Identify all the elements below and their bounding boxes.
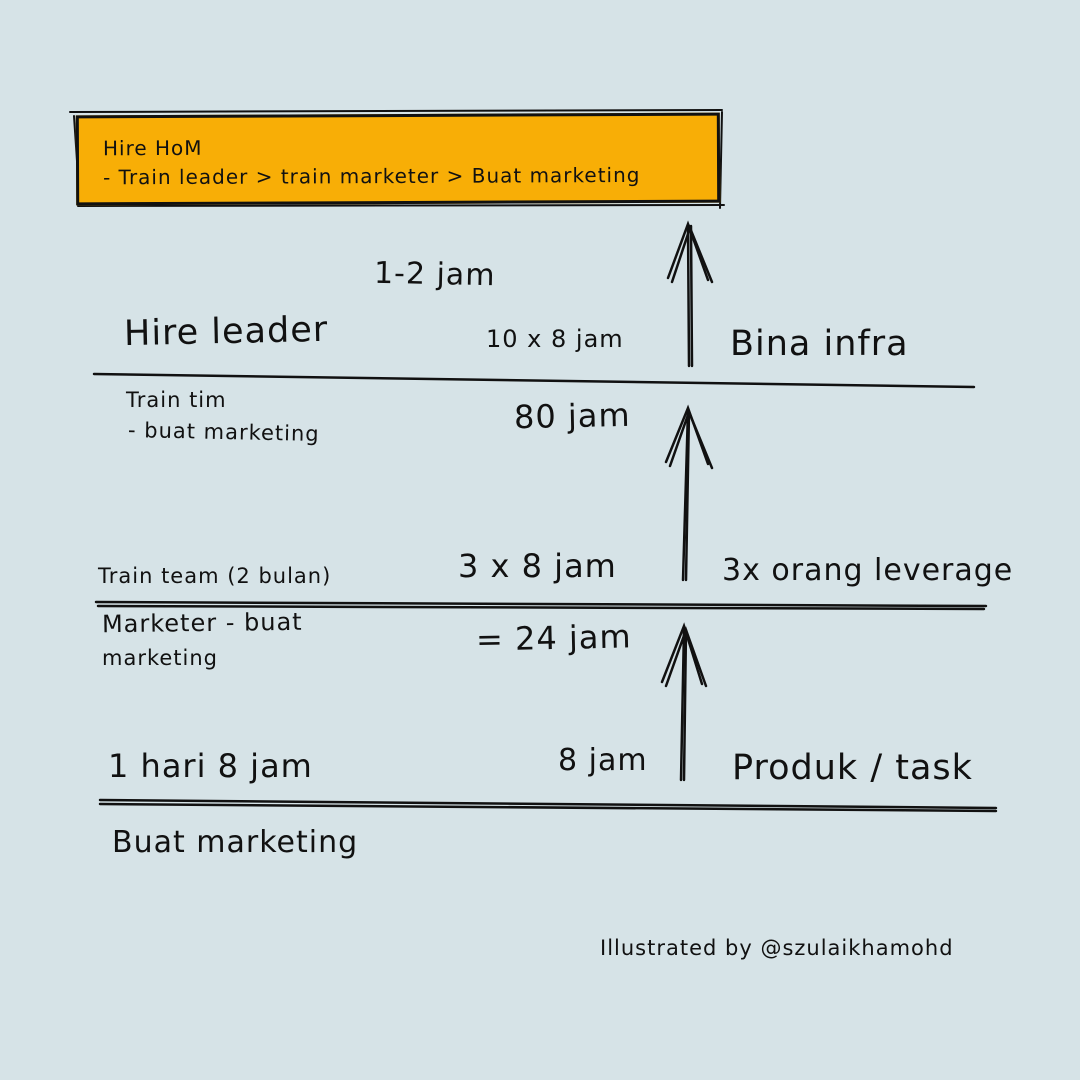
level2-desc-line1: Train tim [126,388,227,412]
arrow-up-icon [666,220,714,368]
level2-total: 80 jam [513,395,631,437]
divider-line-middle [94,600,988,611]
top-goal-title: Hire HoM [102,135,203,161]
level2-title: Train team (2 bulan) [98,564,332,588]
level1-desc-line1: Marketer - buat [101,607,303,639]
level1-right-label: Produk / task [732,748,973,788]
divider-line-top [92,372,976,389]
arrow-up-icon [660,622,708,782]
level1-desc-line2: marketing [102,646,218,670]
illustrator-credit: Illustrated by @szulaikhamohd [600,936,954,960]
arrow-up-icon [664,404,714,582]
level3-title: Hire leader [123,309,329,355]
top-goal-text: Hire HoM - Train leader > train marketer… [103,132,641,192]
top-box-sketch-lines [69,109,725,209]
base-label: Buat marketing [112,825,359,860]
level2-right-label: 3x orang leverage [722,553,1014,588]
level3-hours-top: 1-2 jam [373,255,496,294]
level2-desc-line2: - buat marketing [127,417,320,447]
divider-line-bottom [98,798,998,813]
level3-right-label: Bina infra [730,324,909,364]
top-goal-steps: - Train leader > train marketer > Buat m… [103,162,641,190]
level1-title: 1 hari 8 jam [108,747,313,785]
top-goal-box: Hire HoM - Train leader > train marketer… [75,112,721,206]
level2-hours: 3 x 8 jam [458,547,617,585]
level3-hours: 10 x 8 jam [486,325,624,353]
level1-hours: 8 jam [558,743,648,778]
level1-total: = 24 jam [475,617,632,659]
